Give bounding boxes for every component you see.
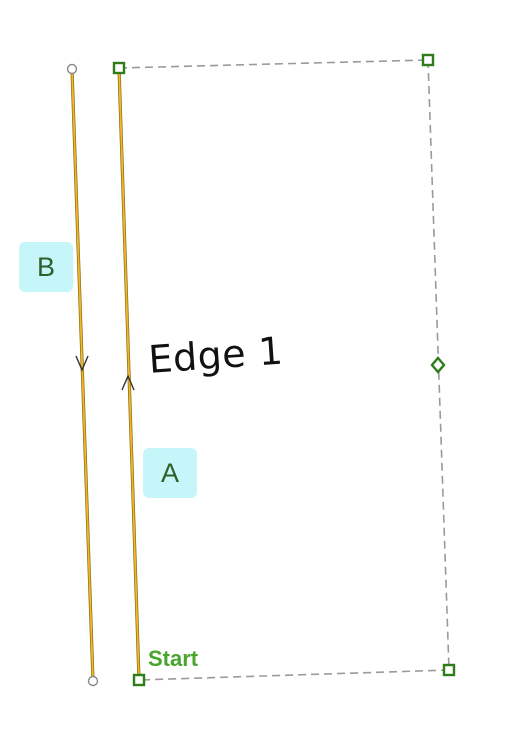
vertex-top-left[interactable] (112, 61, 126, 75)
edge-b-start-vertex[interactable] (66, 63, 78, 75)
midpoint-handle[interactable] (430, 356, 446, 374)
vertex-start[interactable] (132, 673, 146, 687)
dashed-top-edge (118, 59, 429, 69)
edge-label: Edge 1 (147, 328, 285, 382)
edge-b-end-vertex[interactable] (87, 675, 99, 687)
vertex-top-right[interactable] (421, 53, 435, 67)
start-label: Start (148, 646, 199, 671)
edge-a-tag: A (143, 448, 197, 498)
edge-a[interactable] (117, 67, 141, 681)
edge-b[interactable] (66, 63, 99, 687)
arrow-down-icon (75, 355, 89, 372)
arrow-up-icon (121, 374, 135, 391)
edge-b-tag: B (19, 242, 73, 292)
vertex-bottom-right[interactable] (442, 663, 456, 677)
